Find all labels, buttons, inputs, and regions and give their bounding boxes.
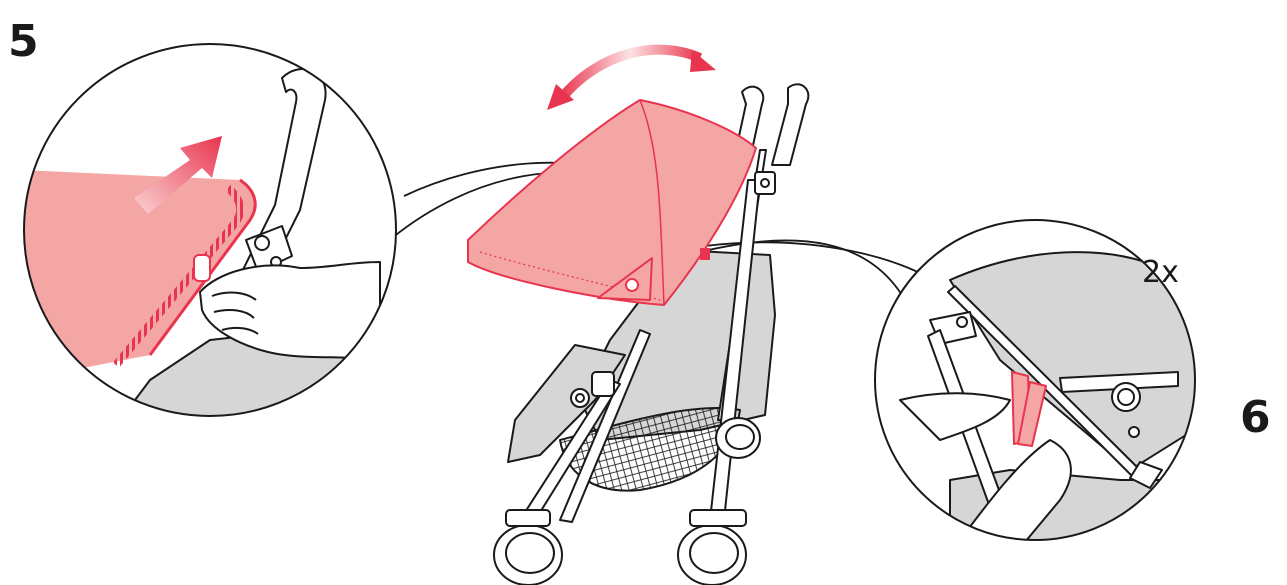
detail-circle-zip <box>20 44 396 420</box>
wheel-front-right <box>678 510 746 585</box>
double-curved-arrow-icon <box>547 50 716 110</box>
wheel-front-left <box>494 510 562 585</box>
step-number-five: 5 <box>8 20 39 64</box>
repeat-count-label: 2x <box>1142 258 1179 288</box>
wheel-rear <box>716 418 760 458</box>
handle-right <box>772 84 808 165</box>
step-number-six: 6 <box>1240 396 1271 440</box>
stroller <box>468 84 808 585</box>
